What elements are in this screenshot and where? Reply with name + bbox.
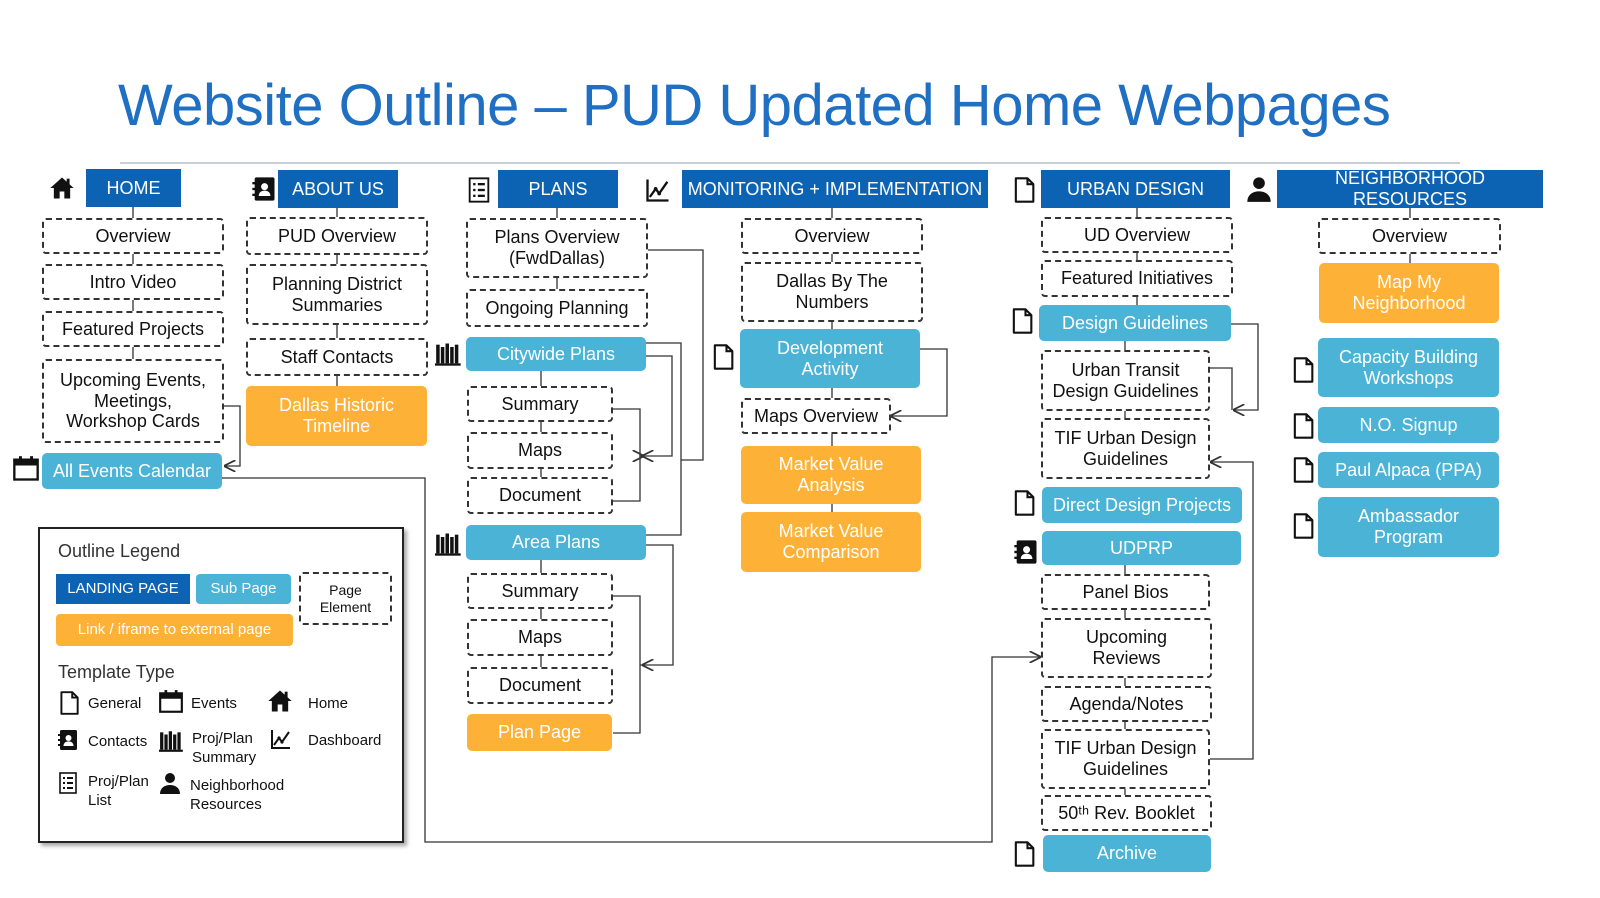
home-icon (266, 687, 294, 715)
home-icon (48, 174, 76, 202)
general-icon (56, 690, 82, 716)
summary-icon (435, 340, 463, 368)
contacts-icon (250, 175, 278, 203)
home-intro-video: Intro Video (42, 264, 224, 300)
document-icon (1289, 456, 1317, 484)
landing-neighborhood-resources[interactable]: NEIGHBORHOOD RESOURCES (1277, 168, 1543, 209)
about-district-summaries: Planning District Summaries (246, 264, 428, 325)
nr-no-signup[interactable]: N.O. Signup (1318, 407, 1499, 443)
ud-design-guidelines[interactable]: Design Guidelines (1039, 305, 1231, 341)
contacts-icon (56, 728, 80, 752)
summary-icon (435, 530, 463, 558)
legend-page-element: Page Element (299, 572, 392, 625)
legend-title: Outline Legend (58, 541, 181, 561)
monitoring-development-activity[interactable]: Development Activity (740, 329, 920, 388)
legend-type-contacts: Contacts (88, 733, 148, 750)
udprp-archive[interactable]: Archive (1043, 835, 1211, 872)
person-icon (158, 771, 182, 795)
legend-type-events: Events (191, 695, 237, 712)
monitoring-overview: Overview (741, 218, 923, 254)
contacts-icon (1012, 538, 1040, 566)
dashboard-icon (269, 727, 293, 751)
home-overview: Overview (42, 218, 224, 254)
udprp-panel-bios: Panel Bios (1041, 574, 1210, 610)
monitoring-market-value-analysis[interactable]: Market Value Analysis (741, 446, 921, 504)
area-summary: Summary (467, 573, 613, 609)
events-icon (158, 689, 184, 715)
nr-map-my-neighborhood[interactable]: Map My Neighborhood (1319, 263, 1499, 323)
legend-type-neighborhood: Neighborhood Resources (190, 777, 285, 813)
udprp-tif-guidelines: TIF Urban Design Guidelines (1041, 729, 1210, 789)
document-icon (1289, 412, 1317, 440)
outline-legend: Outline Legend LANDING PAGE Sub Page Pag… (38, 527, 404, 843)
about-pud-overview: PUD Overview (246, 217, 428, 255)
ud-featured-initiatives: Featured Initiatives (1041, 260, 1233, 297)
citywide-document: Document (467, 477, 613, 514)
landing-about-us[interactable]: ABOUT US (278, 170, 398, 208)
home-all-events-calendar[interactable]: All Events Calendar (42, 453, 222, 489)
list-icon (465, 176, 493, 204)
document-icon (1010, 176, 1038, 204)
home-featured-projects: Featured Projects (42, 311, 224, 347)
events-icon (12, 455, 40, 483)
nr-paul-alpaca[interactable]: Paul Alpaca (PPA) (1318, 452, 1499, 488)
udprp-upcoming-reviews: Upcoming Reviews (1041, 618, 1212, 678)
legend-external-link: Link / iframe to external page (56, 614, 293, 646)
landing-urban-design[interactable]: URBAN DESIGN (1041, 170, 1230, 208)
ud-tif-guidelines: TIF Urban Design Guidelines (1041, 418, 1210, 479)
landing-home[interactable]: HOME (86, 169, 181, 207)
area-plan-page[interactable]: Plan Page (467, 714, 612, 751)
udprp-rev-booklet: 50ᵗʰ Rev. Booklet (1041, 795, 1212, 831)
legend-landing-page: LANDING PAGE (56, 574, 190, 604)
landing-monitoring[interactable]: MONITORING + IMPLEMENTATION (682, 170, 988, 208)
plans-ongoing-planning: Ongoing Planning (466, 289, 648, 327)
monitoring-maps-overview: Maps Overview (741, 398, 891, 434)
udprp-agenda-notes: Agenda/Notes (1041, 686, 1212, 722)
nr-overview: Overview (1318, 218, 1501, 254)
monitoring-dallas-by-numbers: Dallas By The Numbers (741, 262, 923, 322)
legend-type-home: Home (308, 695, 349, 712)
document-icon (1008, 307, 1036, 335)
person-icon (1245, 175, 1273, 203)
document-icon (1010, 489, 1038, 517)
about-historic-timeline[interactable]: Dallas Historic Timeline (246, 386, 427, 446)
plans-overview: Plans Overview (FwdDallas) (466, 218, 648, 278)
title-divider (120, 162, 1460, 164)
ud-udprp[interactable]: UDPRP (1042, 531, 1241, 565)
ud-overview: UD Overview (1041, 217, 1233, 253)
home-upcoming-events: Upcoming Events, Meetings, Workshop Card… (42, 359, 224, 443)
summary-icon (159, 728, 185, 754)
area-maps: Maps (467, 619, 613, 656)
legend-type-list: Proj/Plan List (88, 773, 149, 809)
citywide-summary: Summary (467, 386, 613, 422)
document-icon (1289, 512, 1317, 540)
landing-plans[interactable]: PLANS (498, 170, 618, 208)
list-icon (56, 771, 80, 795)
monitoring-market-value-comparison[interactable]: Market Value Comparison (741, 512, 921, 572)
ud-urban-transit-guidelines: Urban Transit Design Guidelines (1041, 350, 1210, 411)
citywide-maps: Maps (467, 432, 613, 469)
page-title: Website Outline – PUD Updated Home Webpa… (118, 73, 1391, 138)
about-staff-contacts: Staff Contacts (246, 338, 428, 376)
document-icon (1289, 356, 1317, 384)
nr-ambassador-program[interactable]: Ambassador Program (1318, 497, 1499, 557)
legend-sub-page: Sub Page (196, 574, 291, 604)
legend-type-dashboard: Dashboard (308, 732, 382, 749)
legend-template-title: Template Type (58, 662, 175, 682)
legend-type-general: General (88, 695, 142, 712)
plans-area-plans[interactable]: Area Plans (466, 525, 646, 560)
ud-direct-design-projects[interactable]: Direct Design Projects (1042, 487, 1242, 523)
document-icon (709, 343, 737, 371)
plans-citywide-plans[interactable]: Citywide Plans (466, 337, 646, 371)
dashboard-icon (644, 176, 672, 204)
area-document: Document (467, 667, 613, 704)
nr-capacity-building[interactable]: Capacity Building Workshops (1318, 338, 1499, 397)
legend-type-summary: Proj/Plan Summary (192, 730, 257, 766)
document-icon (1010, 840, 1038, 868)
